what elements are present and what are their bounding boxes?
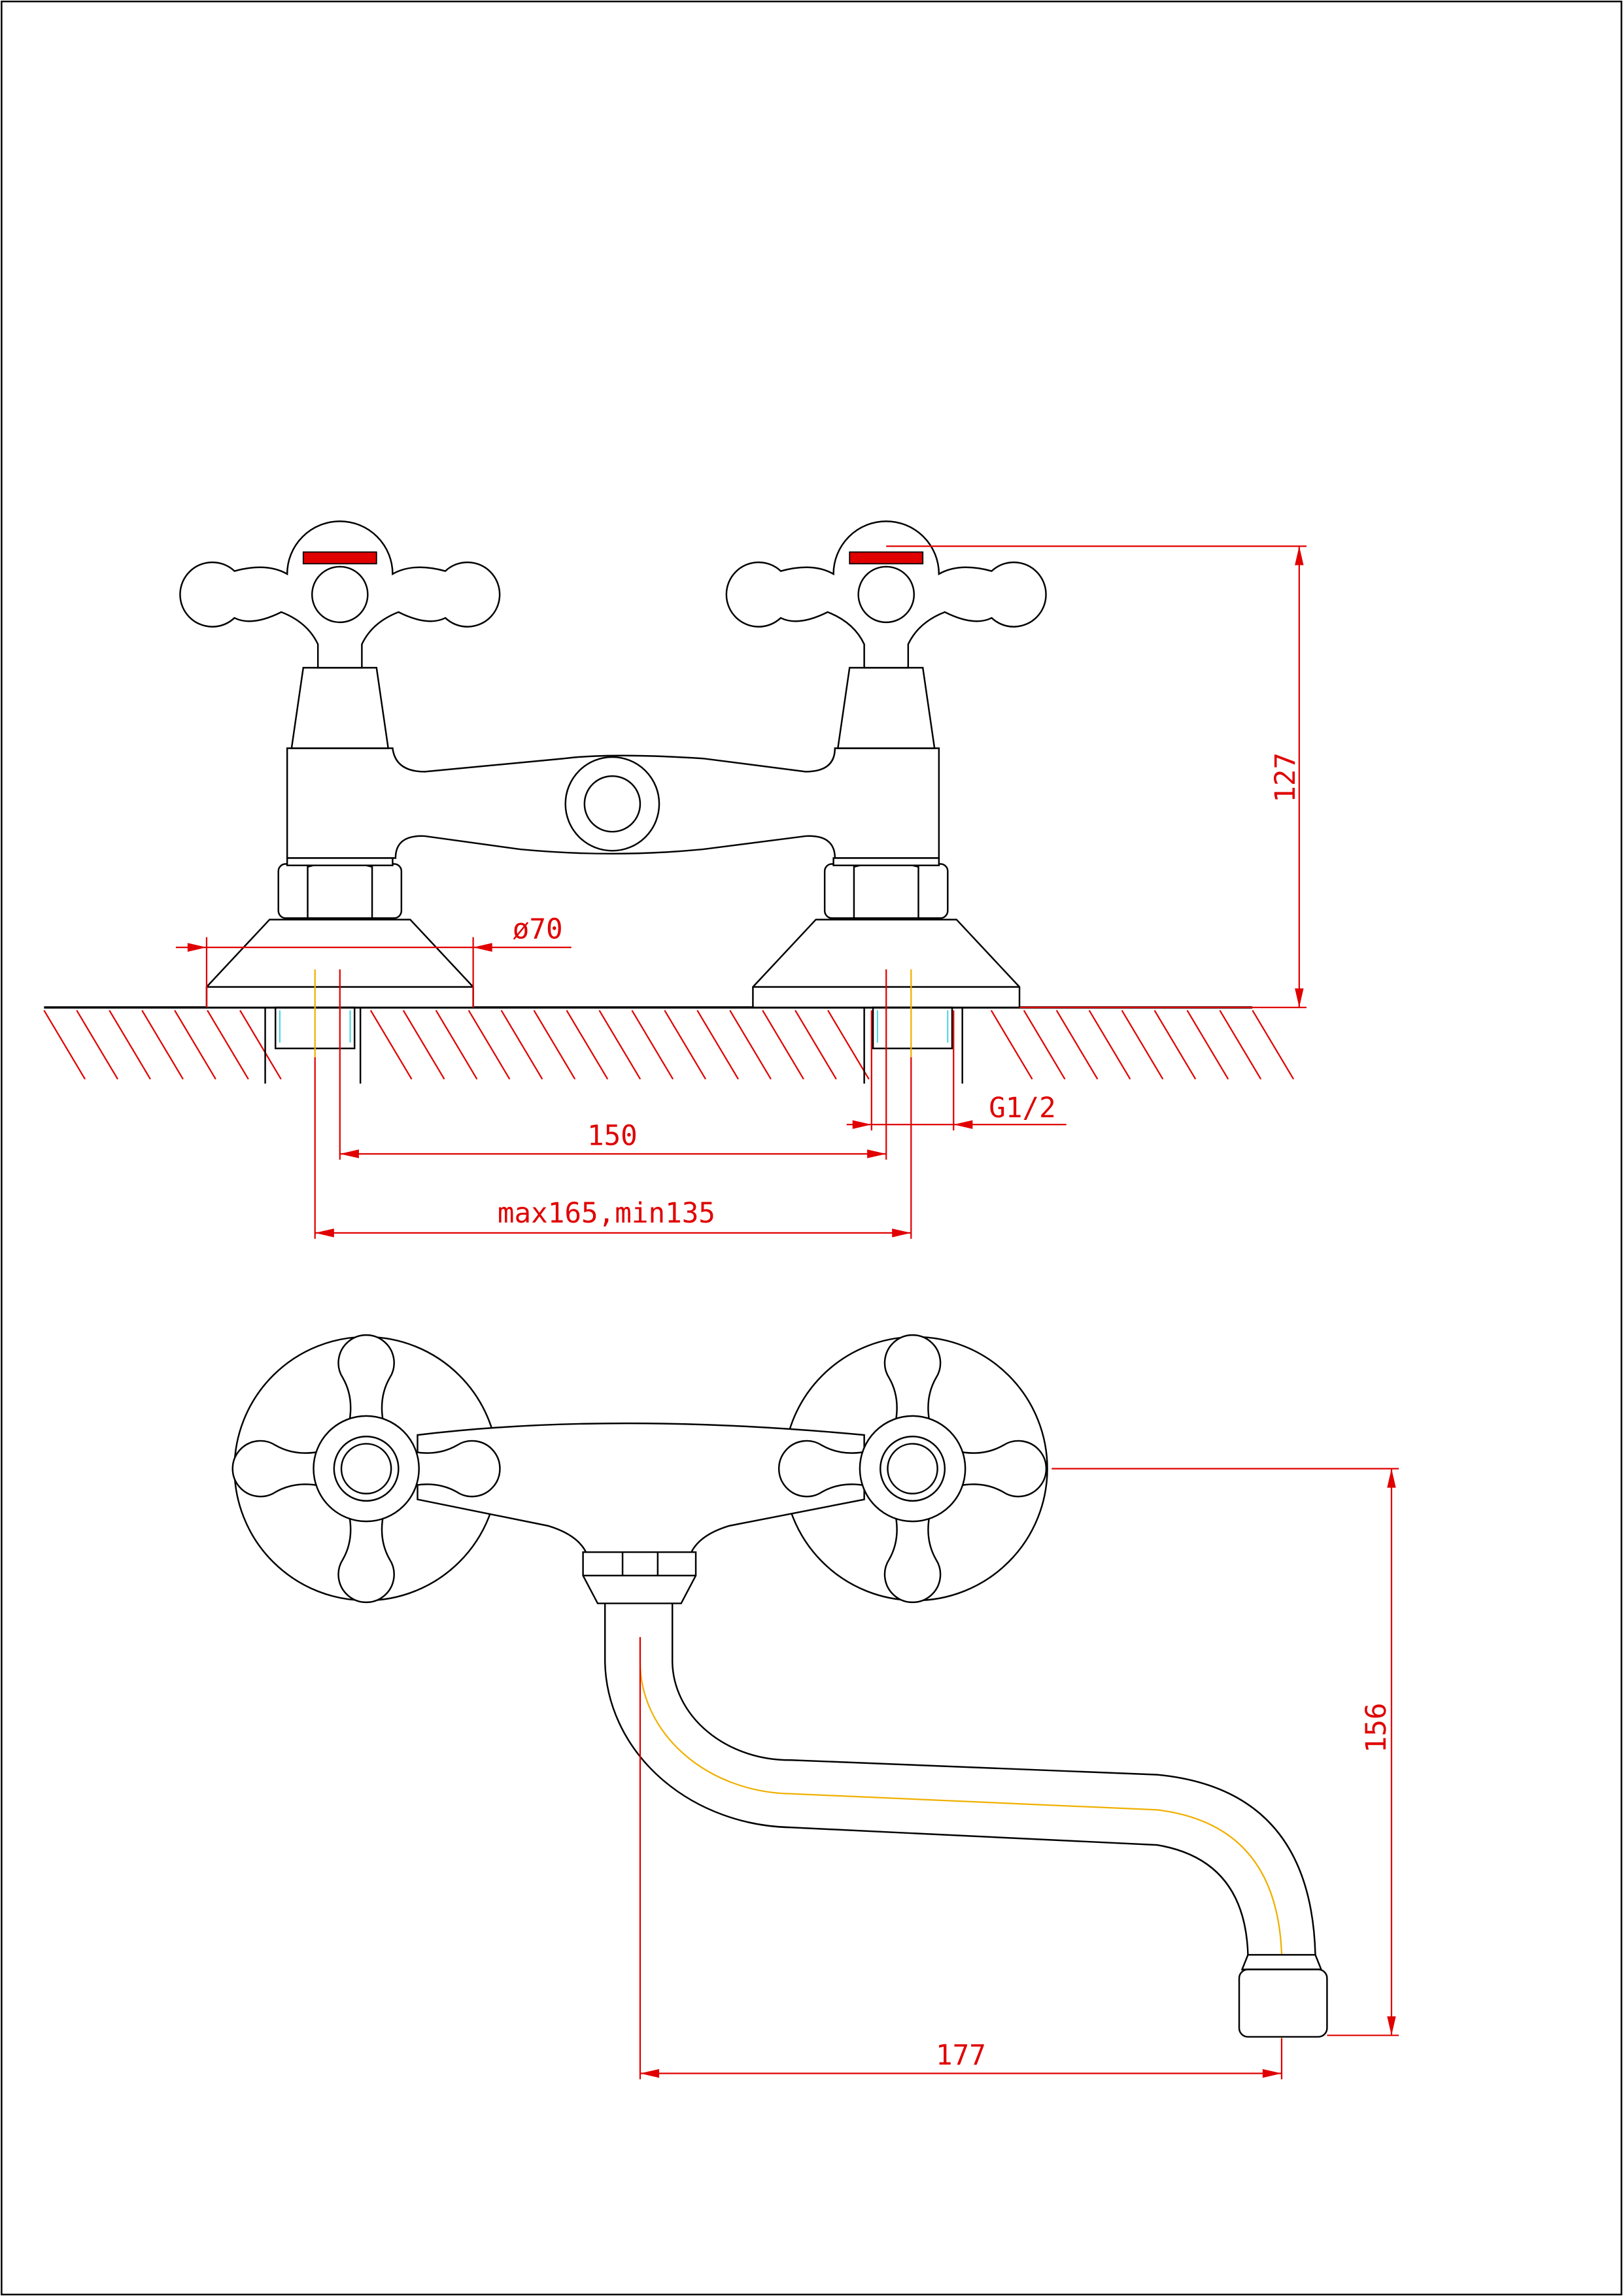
hatch-line <box>729 1009 772 1080</box>
hatch-line <box>1186 1009 1229 1080</box>
hatch-line <box>109 1009 151 1080</box>
hatch-line <box>1121 1009 1164 1080</box>
handle-cross-right <box>777 1334 1048 1604</box>
aerator <box>1238 1968 1328 2038</box>
dimension-base-diameter: ø70 <box>175 914 572 1007</box>
front-view: 127 ø70 G1/2 150 <box>43 520 1307 1239</box>
hex-nut <box>277 863 403 919</box>
handle-lobe <box>883 1511 942 1604</box>
hatch-line <box>239 1009 282 1080</box>
dimension-thread: G1/2 <box>846 1010 1067 1131</box>
dim-label-150: 150 <box>587 1121 638 1153</box>
handle-hub <box>857 566 915 624</box>
dim-label-177: 177 <box>936 2040 986 2072</box>
hatch-line <box>369 1009 413 1080</box>
spout-nut <box>582 1551 697 1604</box>
handle-cross-left <box>231 1334 501 1604</box>
outlet-ring <box>564 756 660 852</box>
valve-left <box>179 520 501 1009</box>
handle-lobe <box>883 1334 942 1426</box>
wall-hatching <box>43 1009 1295 1080</box>
hatch-line <box>1088 1009 1131 1080</box>
handle-hub <box>311 566 369 624</box>
hatch-line <box>598 1009 641 1080</box>
hatch-line <box>468 1009 511 1080</box>
aerator-collar <box>1240 1953 1323 1970</box>
hex-nut <box>823 863 949 919</box>
hatch-line <box>1023 1009 1066 1080</box>
handle-lobe <box>409 1440 501 1498</box>
hatch-line <box>827 1009 870 1080</box>
handle-lobe <box>337 1511 395 1604</box>
handle-lobe <box>231 1440 324 1498</box>
hatch-line <box>435 1009 478 1080</box>
dimension-center-distance: 150 <box>339 969 887 1160</box>
hatch-line <box>76 1009 118 1080</box>
dim-label-thread: G1/2 <box>989 1092 1055 1124</box>
hatch-line <box>990 1009 1033 1080</box>
hatch-line <box>141 1009 184 1080</box>
top-body <box>417 1422 865 1553</box>
valve-stem <box>290 667 390 749</box>
cross-handle <box>179 520 501 669</box>
hatch-line <box>1219 1009 1262 1080</box>
handle-lobe <box>955 1440 1048 1498</box>
hatch-line <box>566 1009 609 1080</box>
outlet-bore <box>583 775 641 833</box>
valve-body <box>286 747 940 859</box>
hatch-line <box>207 1009 249 1080</box>
hatch-line <box>696 1009 739 1080</box>
inlet-pipes <box>264 1006 963 1084</box>
spout-inner <box>671 1603 1316 1955</box>
hatch-line <box>762 1009 804 1080</box>
temperature-indicator-cap <box>302 551 377 565</box>
hatch-line <box>664 1009 707 1080</box>
top-view: 156 177 <box>231 1334 1399 2080</box>
handle-lobe <box>337 1334 395 1426</box>
dimension-spout-height: 156 <box>1051 1468 1399 2036</box>
hatch-line <box>500 1009 543 1080</box>
valve-right <box>725 520 1047 1009</box>
hatch-line <box>1153 1009 1197 1080</box>
handle-hub <box>859 1415 966 1523</box>
dimension-height-127: 127 <box>886 545 1307 1009</box>
hatch-line <box>533 1009 576 1080</box>
hatch-line <box>402 1009 445 1080</box>
handle-hub <box>313 1415 420 1523</box>
dim-label-127: 127 <box>1270 752 1302 803</box>
spout-centerline <box>639 1637 1283 2038</box>
dim-label-156: 156 <box>1361 1703 1393 1753</box>
valve-stem <box>836 667 936 749</box>
temperature-indicator-cap <box>849 551 924 565</box>
handle-lobe <box>777 1440 870 1498</box>
spout-outer <box>604 1603 1249 1955</box>
dimension-spout-reach: 177 <box>639 1637 1283 2080</box>
hatch-line <box>174 1009 216 1080</box>
hatch-line <box>1252 1009 1295 1080</box>
hatch-line <box>43 1009 86 1080</box>
hatch-line <box>631 1009 674 1080</box>
hatch-line <box>794 1009 837 1080</box>
cross-handle <box>725 520 1047 669</box>
dimension-adjust-range: max165,min135 <box>314 1057 912 1239</box>
dim-label-range: max165,min135 <box>498 1198 715 1230</box>
dim-label-diameter: ø70 <box>513 914 563 946</box>
hatch-line <box>1055 1009 1099 1080</box>
